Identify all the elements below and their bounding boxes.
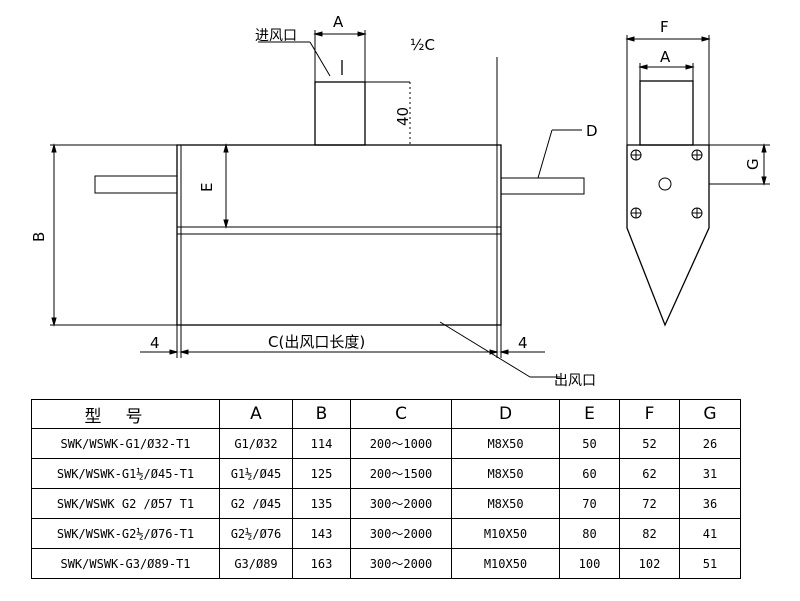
cell-c: 300～2000 [350, 518, 452, 549]
header-d: D [451, 399, 560, 429]
cell-e: 60 [559, 458, 620, 489]
center-hole-icon [658, 177, 672, 191]
cell-e: 70 [559, 488, 620, 519]
cell-model: SWK/WSWK-G3/Ø89-T1 [31, 548, 220, 579]
cell-b: 143 [292, 518, 351, 549]
right-rod [500, 177, 585, 195]
cell-f: 102 [619, 548, 680, 579]
cell-g: 26 [679, 428, 741, 459]
cell-a: G1½/Ø45 [219, 458, 293, 489]
cell-g: 41 [679, 518, 741, 549]
cell-f: 52 [619, 428, 680, 459]
cell-b: 163 [292, 548, 351, 579]
screw-icon [691, 149, 703, 161]
dim-e-label: E [198, 183, 216, 192]
table-row: SWK/WSWK-G3/Ø89-T1 G3/Ø89 163 300～2000 M… [31, 548, 741, 579]
cell-e: 50 [559, 428, 620, 459]
table-row: SWK/WSWK-G1/Ø32-T1 G1/Ø32 114 200～1000 M… [31, 428, 741, 459]
cell-d: M8X50 [451, 428, 560, 459]
dim-40-label: 40 [394, 107, 412, 126]
cell-c: 200～1000 [350, 428, 452, 459]
front-view: A 进风口 ½C 40 D E B C(出风口长度) 4 4 出风口 [30, 13, 598, 389]
side-view: F A G [625, 18, 770, 327]
dim-b-label: B [30, 232, 48, 242]
cell-a: G1/Ø32 [219, 428, 293, 459]
header-c: C [350, 399, 452, 429]
cell-b: 114 [292, 428, 351, 459]
table-row: SWK/WSWK-G2½/Ø76-T1 G2½/Ø76 143 300～2000… [31, 518, 741, 549]
dim-a-label: A [333, 13, 344, 31]
cell-a: G2½/Ø76 [219, 518, 293, 549]
header-g: G [679, 399, 741, 429]
table-header-row: 型号 A B C D E F G [31, 399, 741, 429]
cell-g: 31 [679, 458, 741, 489]
main-body [176, 144, 502, 326]
table-row: SWK/WSWK G2 /Ø57 T1 G2 /Ø45 135 300～2000… [31, 488, 741, 519]
cell-g: 51 [679, 548, 741, 579]
cell-a: G2 /Ø45 [219, 488, 293, 519]
dim-a-side-label: A [660, 48, 671, 66]
side-inlet-pipe [639, 80, 694, 146]
cell-d: M8X50 [451, 458, 560, 489]
cell-d: M10X50 [451, 548, 560, 579]
header-f: F [619, 399, 680, 429]
inlet-label: 进风口 [255, 28, 297, 44]
cell-d: M8X50 [451, 488, 560, 519]
cell-e: 80 [559, 518, 620, 549]
cell-model: SWK/WSWK-G1½/Ø45-T1 [31, 458, 220, 489]
header-b: B [292, 399, 351, 429]
cell-c: 300～2000 [350, 548, 452, 579]
side-body [626, 144, 710, 327]
dim-4-left-label: 4 [150, 334, 160, 352]
table-row: SWK/WSWK-G1½/Ø45-T1 G1½/Ø45 125 200～1500… [31, 458, 741, 489]
cell-b: 125 [292, 458, 351, 489]
spec-table: 型号 A B C D E F G SWK/WSWK-G1/Ø32-T1 G1/Ø… [31, 399, 741, 579]
cell-g: 36 [679, 488, 741, 519]
dim-d-label: D [586, 122, 598, 140]
screw-icon [691, 207, 703, 219]
header-model: 型号 [31, 399, 220, 429]
header-e: E [559, 399, 620, 429]
cell-d: M10X50 [451, 518, 560, 549]
dim-half-c-label: ½C [410, 36, 435, 54]
dim-f-label: F [660, 18, 669, 36]
cell-model: SWK/WSWK-G2½/Ø76-T1 [31, 518, 220, 549]
dim-g-label: G [744, 158, 762, 170]
header-a: A [219, 399, 293, 429]
cell-b: 135 [292, 488, 351, 519]
cell-model: SWK/WSWK-G1/Ø32-T1 [31, 428, 220, 459]
cell-a: G3/Ø89 [219, 548, 293, 579]
technical-drawing: A 进风口 ½C 40 D E B C(出风口长度) 4 4 出风口 [30, 13, 770, 389]
cell-c: 300～2000 [350, 488, 452, 519]
outlet-label: 出风口 [554, 373, 596, 389]
cell-f: 72 [619, 488, 680, 519]
dim-4-right-label: 4 [518, 334, 528, 352]
cell-f: 62 [619, 458, 680, 489]
cell-model: SWK/WSWK G2 /Ø57 T1 [31, 488, 220, 519]
screw-icon [630, 207, 642, 219]
cell-e: 100 [559, 548, 620, 579]
dim-c-label: C(出风口长度) [268, 333, 365, 351]
left-rod [94, 175, 178, 194]
screw-icon [630, 149, 642, 161]
cell-c: 200～1500 [350, 458, 452, 489]
cell-f: 82 [619, 518, 680, 549]
inlet-pipe [314, 81, 366, 146]
